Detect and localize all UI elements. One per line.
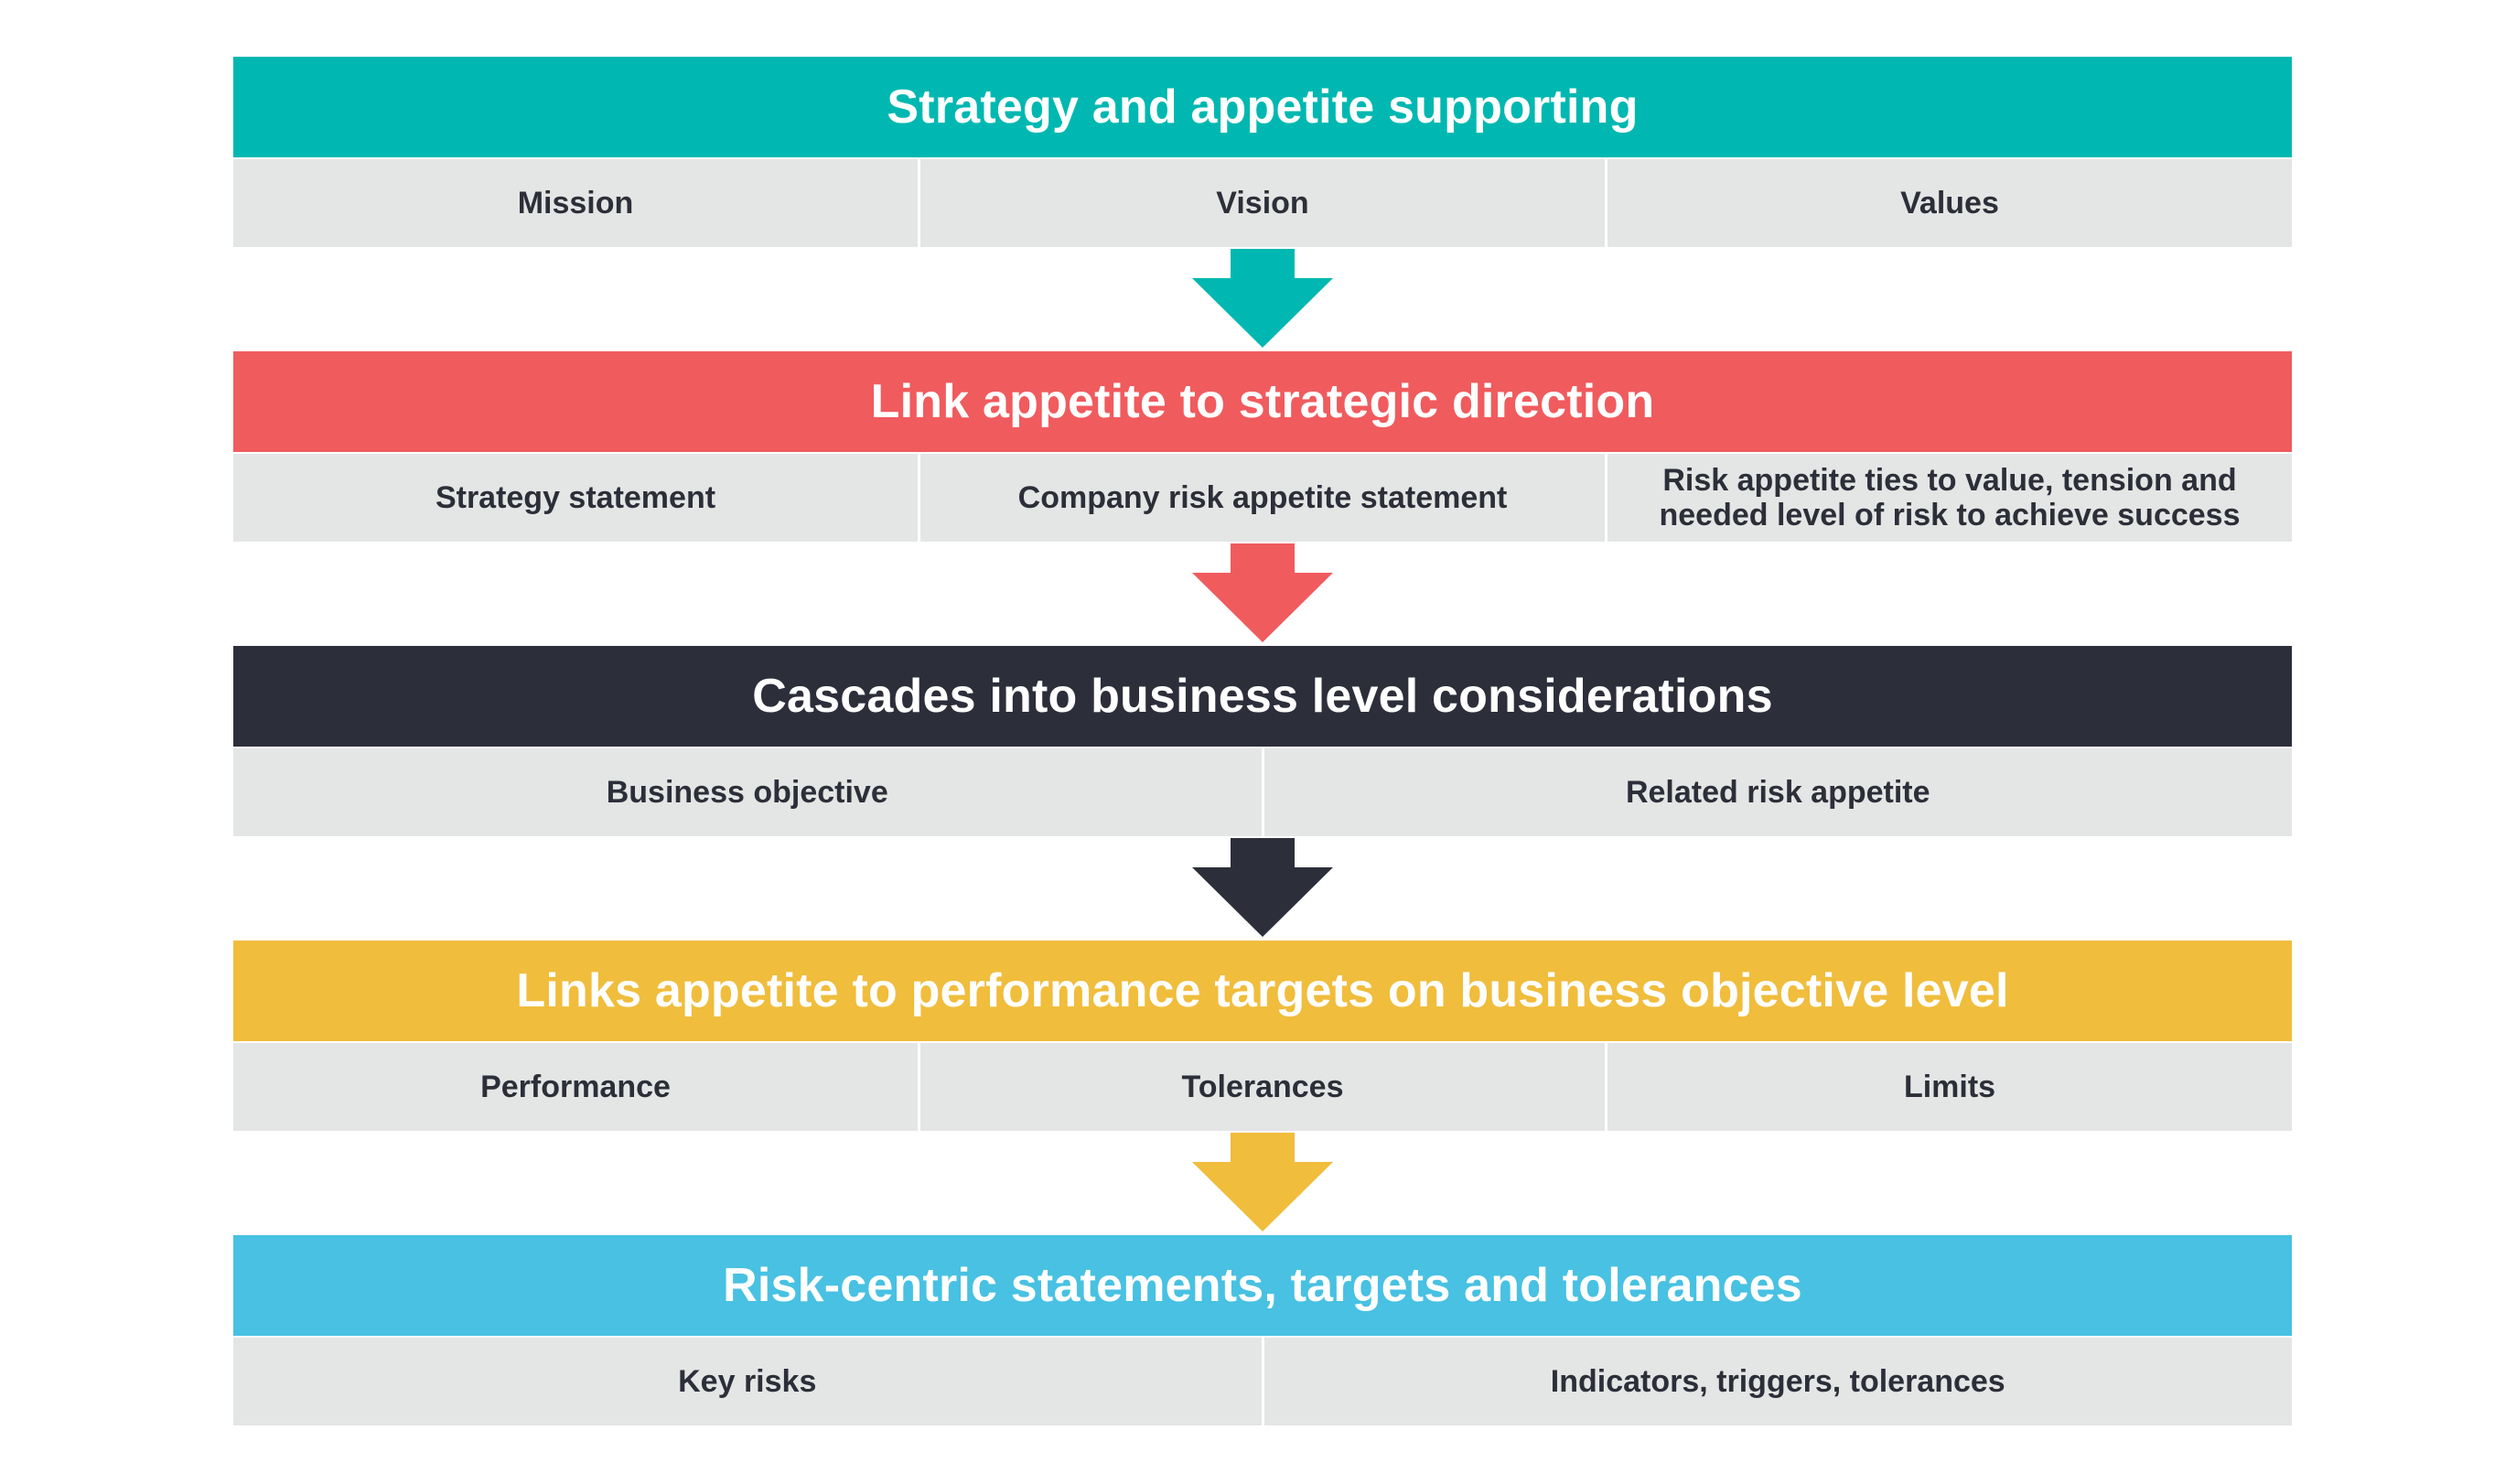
risk-appetite-flow-diagram: Strategy and appetite supporting Mission… bbox=[233, 57, 2292, 1425]
flow-arrow-red bbox=[233, 542, 2292, 646]
stage-link-strategic-direction: Link appetite to strategic direction Str… bbox=[233, 351, 2292, 542]
cell-performance: Performance bbox=[233, 1043, 918, 1131]
down-arrow-icon bbox=[1192, 249, 1333, 348]
cell-vision: Vision bbox=[918, 159, 1605, 247]
cell-key-risks: Key risks bbox=[233, 1338, 1262, 1425]
cell-mission: Mission bbox=[233, 159, 918, 247]
flow-arrow-teal bbox=[233, 247, 2292, 351]
stage-header: Strategy and appetite supporting bbox=[233, 57, 2292, 157]
cell-strategy-statement: Strategy statement bbox=[233, 454, 918, 542]
stage-header: Risk-centric statements, targets and tol… bbox=[233, 1235, 2292, 1336]
cell-risk-appetite-ties: Risk appetite ties to value, tension and… bbox=[1605, 454, 2292, 542]
down-arrow-icon bbox=[1192, 838, 1333, 937]
stage-cells: Key risks Indicators, triggers, toleranc… bbox=[233, 1338, 2292, 1425]
cell-indicators-triggers: Indicators, triggers, tolerances bbox=[1261, 1338, 2292, 1425]
stage-cells: Performance Tolerances Limits bbox=[233, 1043, 2292, 1131]
stage-cells: Mission Vision Values bbox=[233, 159, 2292, 247]
cell-tolerances: Tolerances bbox=[918, 1043, 1605, 1131]
cell-limits: Limits bbox=[1605, 1043, 2292, 1131]
cell-values: Values bbox=[1605, 159, 2292, 247]
cell-business-objective: Business objective bbox=[233, 748, 1262, 836]
stage-performance-targets: Links appetite to performance targets on… bbox=[233, 941, 2292, 1131]
stage-header: Cascades into business level considerati… bbox=[233, 646, 2292, 747]
cell-related-risk-appetite: Related risk appetite bbox=[1261, 748, 2292, 836]
down-arrow-icon bbox=[1192, 1133, 1333, 1231]
stage-header: Links appetite to performance targets on… bbox=[233, 941, 2292, 1041]
stage-risk-centric: Risk-centric statements, targets and tol… bbox=[233, 1235, 2292, 1425]
flow-arrow-dark bbox=[233, 836, 2292, 941]
stage-cells: Business objective Related risk appetite bbox=[233, 748, 2292, 836]
down-arrow-icon bbox=[1192, 543, 1333, 642]
cell-company-risk-appetite: Company risk appetite statement bbox=[918, 454, 1605, 542]
stage-business-level: Cascades into business level considerati… bbox=[233, 646, 2292, 836]
flow-arrow-yellow bbox=[233, 1131, 2292, 1235]
stage-header: Link appetite to strategic direction bbox=[233, 351, 2292, 452]
stage-strategy-appetite: Strategy and appetite supporting Mission… bbox=[233, 57, 2292, 247]
stage-cells: Strategy statement Company risk appetite… bbox=[233, 454, 2292, 542]
